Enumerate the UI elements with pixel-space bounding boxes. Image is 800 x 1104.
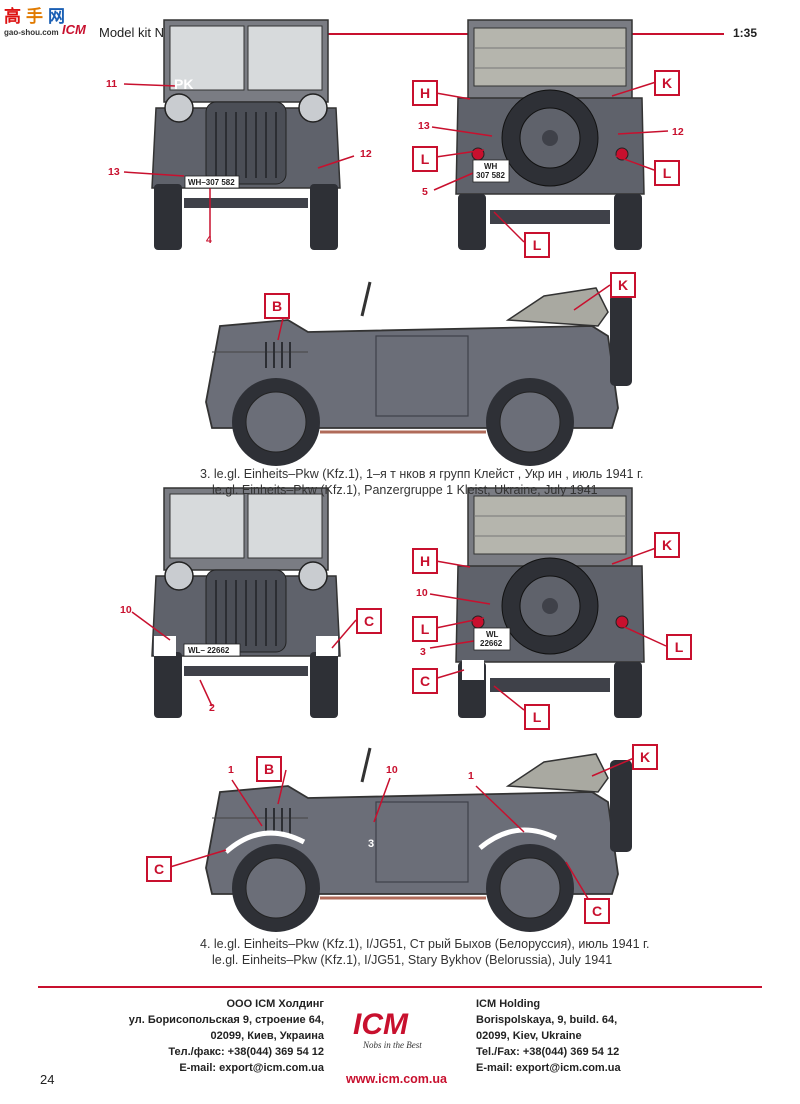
label-1-rear: 1 [468, 770, 474, 782]
footer-en-line: Borispolskaya, 9, build. 64, [476, 1014, 618, 1026]
label-5: 5 [422, 186, 428, 198]
svg-text:ICM: ICM [62, 22, 87, 37]
label-2: 2 [209, 702, 215, 714]
callout-L-scheme4-a: L [412, 616, 438, 642]
callout-L-scheme3-a: L [412, 146, 438, 172]
footer-en-email[interactable]: E-mail: export@icm.com.ua [476, 1062, 621, 1074]
icm-logo-tagline: Nobs in the Best [362, 1040, 422, 1050]
label-12-rear: 12 [672, 126, 684, 138]
footer-ru-line: Тел./факс: +38(044) 369 54 12 [168, 1046, 324, 1058]
svg-text:gao-shou.com: gao-shou.com [4, 28, 59, 37]
footer-en-line: Tel./Fax: +38(044) 369 54 12 [476, 1046, 620, 1058]
scale-label: 1:35 [733, 26, 758, 40]
footer-address-en: ICM Holding Borispolskaya, 9, build. 64,… [476, 996, 676, 1076]
rear-plate-line1-scheme3: WH [484, 162, 498, 171]
label-3: 3 [420, 646, 426, 658]
footer-ru-line: ООО ICM Холдинг [226, 998, 324, 1010]
footer-ru-line: 02099, Киев, Украина [210, 1030, 324, 1042]
callout-K-scheme4-rear: K [654, 532, 680, 558]
callout-C-scheme4-rear: C [412, 668, 438, 694]
label-13-rear: 13 [418, 120, 430, 132]
svg-text:手: 手 [26, 6, 43, 27]
page-number: 24 [40, 1072, 55, 1087]
label-12-front: 12 [360, 148, 372, 160]
header-icm-logo: ICM [62, 20, 98, 40]
footer-ru-email[interactable]: E-mail: export@icm.com.ua [179, 1062, 324, 1074]
footer-en-line: 02099, Kiev, Ukraine [476, 1030, 582, 1042]
callout-C-scheme4-side-right: C [584, 898, 610, 924]
caption-scheme4-en: le.gl. Einheits–Pkw (Kfz.1), I/JG51, Sta… [212, 953, 613, 967]
callout-H-scheme4: H [412, 548, 438, 574]
label-10-rear: 10 [416, 587, 428, 599]
callout-K-scheme3-rear: K [654, 70, 680, 96]
callout-H-scheme3: H [412, 80, 438, 106]
footer-ru-line: ул. Борисопольская 9, строение 64, [128, 1014, 324, 1026]
site-watermark: 高 手 网 gao-shou.com [2, 4, 96, 40]
front-plate-scheme4: WL– 22662 [188, 646, 230, 655]
callout-C-scheme4-front: C [356, 608, 382, 634]
rear-plate-line2-scheme3: 307 582 [476, 171, 505, 180]
footer-en-line: ICM Holding [476, 998, 541, 1010]
caption-scheme4-ru: 4. le.gl. Einheits–Pkw (Kfz.1), I/JG51, … [200, 937, 650, 951]
footer-address-ru: ООО ICM Холдинг ул. Борисопольская 9, ст… [120, 996, 324, 1076]
label-11: 11 [106, 78, 118, 90]
callout-K-scheme4-side: K [632, 744, 658, 770]
callout-B-scheme3: B [264, 293, 290, 319]
label-10-side: 10 [386, 764, 398, 776]
footer-rule [38, 986, 762, 988]
callout-L-scheme4-b: L [666, 634, 692, 660]
label-4: 4 [206, 234, 212, 246]
front-plate-scheme3: WH–307 582 [188, 178, 235, 187]
caption-scheme3-ru: 3. le.gl. Einheits–Pkw (Kfz.1), 1–я т нк… [200, 467, 644, 481]
caption-scheme3-en: le.gl. Einheits–Pkw (Kfz.1), Panzergrupp… [212, 483, 598, 497]
rear-plate-line2-scheme4: 22662 [480, 639, 503, 648]
front-view-scheme4 [151, 487, 341, 719]
icm-logo: ICM Nobs in the Best [345, 1004, 455, 1052]
callout-C-scheme4-side-left: C [146, 856, 172, 882]
callout-K-scheme3-side: K [610, 272, 636, 298]
label-10-front: 10 [120, 604, 132, 616]
callout-L-scheme3-b: L [654, 160, 680, 186]
label-13-front: 13 [108, 166, 120, 178]
rear-plate-line1-scheme4: WL [486, 630, 499, 639]
watermark-logo-icon: 高 手 网 gao-shou.com [4, 6, 65, 37]
icm-logo-icon: ICM Nobs in the Best [353, 1008, 422, 1050]
svg-text:网: 网 [48, 7, 65, 27]
vehicle-drawings [123, 19, 669, 934]
front-view-scheme3 [151, 19, 341, 251]
side-door-marking: 3 [368, 838, 375, 850]
svg-text:高: 高 [4, 6, 21, 27]
footer-url[interactable]: www.icm.com.ua [346, 1072, 447, 1086]
icm-logo-text: ICM [353, 1008, 409, 1041]
callout-L-scheme4-c: L [524, 704, 550, 730]
label-1-front: 1 [228, 764, 234, 776]
callout-B-scheme4: B [256, 756, 282, 782]
windshield-marking: PK [174, 76, 194, 92]
callout-L-scheme3-c: L [524, 232, 550, 258]
